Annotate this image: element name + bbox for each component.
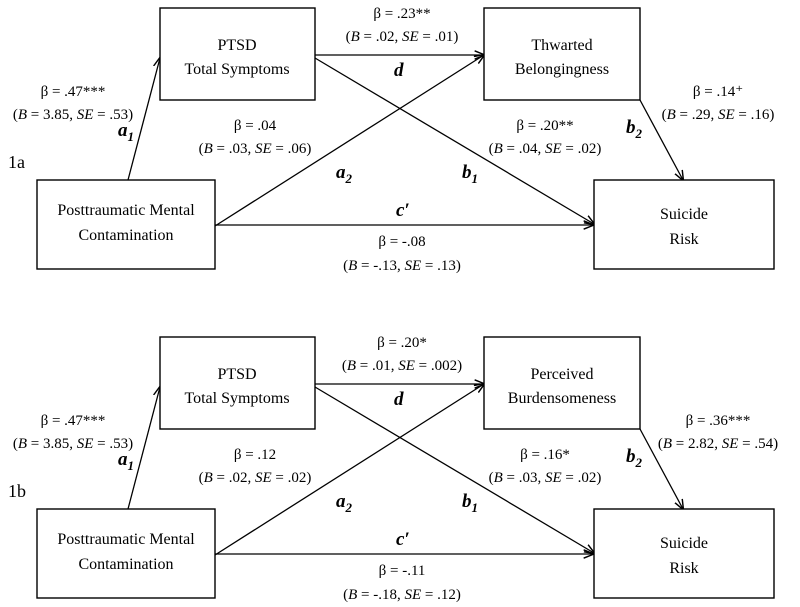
path-b2-arrow <box>639 99 683 180</box>
panel-1b: 1b Posttraumatic Mental Contamination PT… <box>8 335 778 603</box>
path-a1-arrow <box>127 58 160 181</box>
path-a1-arrow <box>127 387 160 510</box>
path-a2-arrow <box>214 55 484 227</box>
b2-beta: β = .14⁺ <box>693 84 743 100</box>
box-y-line2: Risk <box>669 231 698 248</box>
d-beta: β = .20* <box>377 335 427 351</box>
a2-beta: β = .12 <box>234 447 276 463</box>
box-x-line2: Contamination <box>78 556 173 573</box>
a2-beta: β = .04 <box>234 118 277 134</box>
c-stats: (B = -.13, SE = .13) <box>343 258 461 274</box>
box-m1-line1: PTSD <box>217 366 256 383</box>
box-m2-line1: Perceived <box>530 366 593 383</box>
box-ptsd-total-symptoms: PTSD Total Symptoms <box>159 336 316 430</box>
b1-stats: (B = .04, SE = .02) <box>489 141 602 157</box>
a2-stats: (B = .03, SE = .06) <box>199 141 312 157</box>
path-b2-label: b2 <box>626 117 643 141</box>
path-b1-label: b1 <box>462 162 478 186</box>
path-a1-label: a1 <box>118 120 134 144</box>
b1-beta: β = .20** <box>516 118 573 134</box>
panel-1a: 1a Posttraumatic Mental Contamination PT… <box>8 6 775 274</box>
box-m1-line2: Total Symptoms <box>184 61 289 78</box>
path-b1-arrow <box>314 386 594 553</box>
path-d-label: d <box>394 60 404 81</box>
path-b2-label: b2 <box>626 446 643 470</box>
b1-stats: (B = .03, SE = .02) <box>489 470 602 486</box>
d-beta: β = .23** <box>373 6 430 22</box>
box-x-line2: Contamination <box>78 227 173 244</box>
b1-beta: β = .16* <box>520 447 570 463</box>
path-c-prime-label: c′ <box>396 200 410 221</box>
path-a1-label: a1 <box>118 449 134 473</box>
a2-stats: (B = .02, SE = .02) <box>199 470 312 486</box>
box-thwarted-belongingness: Thwarted Belongingness <box>483 7 641 101</box>
path-a2-arrow <box>214 384 484 556</box>
path-a2-label: a2 <box>336 162 353 186</box>
path-b1-arrow <box>314 57 594 224</box>
path-c-prime-label: c′ <box>396 529 410 550</box>
path-a2-label: a2 <box>336 491 353 515</box>
box-m1-line1: PTSD <box>217 37 256 54</box>
a1-stats: (B = 3.85, SE = .53) <box>13 436 133 452</box>
a1-stats: (B = 3.85, SE = .53) <box>13 107 133 123</box>
panel-label-1b: 1b <box>8 481 26 501</box>
c-beta: β = -.08 <box>378 234 425 250</box>
c-beta: β = -.11 <box>379 563 426 579</box>
path-d-label: d <box>394 389 404 410</box>
box-m2-line2: Belongingness <box>515 61 609 78</box>
box-x-line1: Posttraumatic Mental <box>57 531 195 548</box>
box-suicide-risk: Suicide Risk <box>593 508 775 599</box>
panel-label-1a: 1a <box>8 152 25 172</box>
box-y-line2: Risk <box>669 560 698 577</box>
box-ptsd-total-symptoms: PTSD Total Symptoms <box>159 7 316 101</box>
box-y-line1: Suicide <box>660 535 708 552</box>
c-stats: (B = -.18, SE = .12) <box>343 587 461 603</box>
path-b1-label: b1 <box>462 491 478 515</box>
a1-beta: β = .47*** <box>41 84 106 100</box>
b2-stats: (B = .29, SE = .16) <box>662 107 775 123</box>
path-b2-arrow <box>639 428 683 509</box>
box-m2-line1: Thwarted <box>531 37 592 54</box>
box-x-line1: Posttraumatic Mental <box>57 202 195 219</box>
box-suicide-risk: Suicide Risk <box>593 179 775 270</box>
box-m2-line2: Burdensomeness <box>508 390 616 407</box>
d-stats: (B = .01, SE = .002) <box>342 358 462 374</box>
box-y-line1: Suicide <box>660 206 708 223</box>
d-stats: (B = .02, SE = .01) <box>346 29 459 45</box>
b2-beta: β = .36*** <box>686 413 751 429</box>
a1-beta: β = .47*** <box>41 413 106 429</box>
box-perceived-burdensomeness: Perceived Burdensomeness <box>483 336 641 430</box>
box-m1-line2: Total Symptoms <box>184 390 289 407</box>
box-posttraumatic-mental-contamination: Posttraumatic Mental Contamination <box>36 179 216 270</box>
b2-stats: (B = 2.82, SE = .54) <box>658 436 778 452</box>
box-posttraumatic-mental-contamination: Posttraumatic Mental Contamination <box>36 508 216 599</box>
